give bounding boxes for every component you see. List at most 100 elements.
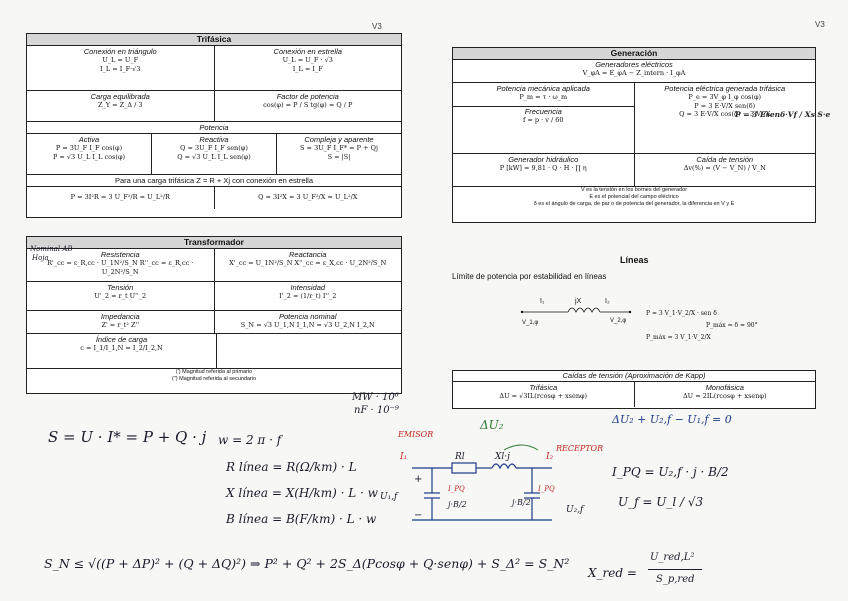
frequency-heading: Frecuencia bbox=[524, 106, 562, 116]
empty-cell bbox=[217, 334, 401, 368]
reactive-heading: Reactiva bbox=[199, 135, 229, 144]
generacion-panel: Generación Generadores eléctricos V_φA =… bbox=[452, 47, 816, 223]
hand-note-hoja: Hoja bbox=[32, 254, 49, 262]
hand-xred-fraction-bar bbox=[648, 569, 702, 570]
balanced-load-cell: Carga equilibrada Z_Y = Z_Δ / 3 bbox=[27, 91, 215, 121]
version-mark-right: V3 bbox=[815, 20, 825, 29]
voltage-cell: Tensión U'_2 = r_t U''_2 bbox=[27, 282, 215, 310]
electric-formula-1: P_e = 3V_φ I_φ cos(φ) bbox=[688, 93, 762, 101]
hand-delta-u2: ΔU₂ bbox=[480, 418, 504, 432]
hand-ipq-left: I_PQ bbox=[448, 485, 465, 493]
hand-plus-sign: + bbox=[414, 474, 423, 485]
hand-b-line: B línea = B(F/km) · L · w bbox=[226, 512, 377, 526]
electric-power-cell: Potencia eléctrica generada trifásica P_… bbox=[635, 83, 816, 153]
complex-formula-1: S = 3U_F I_F* = P + Qj bbox=[300, 144, 378, 152]
star-connection-cell: Conexión en estrella U_L = U_F · √3 I_L … bbox=[215, 46, 402, 90]
potencia-band: Potencia bbox=[27, 122, 401, 134]
hand-ipq-right: I_PQ bbox=[538, 485, 555, 493]
reactance-cell: Reactancia X'_cc = U_1N²/S_N X''_cc = ε_… bbox=[215, 249, 402, 281]
hand-u1f-label: U₁,f bbox=[380, 492, 398, 502]
generators-heading: Generadores eléctricos bbox=[595, 60, 673, 69]
electric-heading: Potencia eléctrica generada trifásica bbox=[664, 84, 786, 93]
power-factor-heading: Factor de potencia bbox=[276, 92, 339, 101]
kapp-three-phase-formula: ΔU = √3IL(rcosφ + xsenφ) bbox=[499, 392, 588, 400]
reactance-heading: Reactancia bbox=[288, 250, 327, 259]
hand-x-line: X línea = X(H/km) · L · w bbox=[226, 486, 378, 500]
star-heading: Conexión en estrella bbox=[273, 47, 342, 56]
hand-electric-power-note: P = 3 Esenδ·Vf / Xs S·e bbox=[735, 110, 831, 119]
mechanical-power-cell: Potencia mecánica aplicada P_m = τ · ω_m… bbox=[453, 83, 635, 153]
reactive-formula-1: Q = 3U_F I_F sen(φ) bbox=[180, 144, 248, 152]
balanced-load-formula: Z_Y = Z_Δ / 3 bbox=[97, 101, 143, 109]
hand-apparent-power: S = U · I* = P + Q · j bbox=[48, 428, 207, 446]
complex-heading: Compleja y aparente bbox=[304, 135, 374, 144]
current-cell: Intensidad I'_2 = (1/r_t) I''_2 bbox=[215, 282, 402, 310]
voltage-heading: Tensión bbox=[107, 283, 134, 292]
electric-formula-2: P = 3 E·V/X sen(δ) bbox=[694, 101, 756, 110]
resistance-formula: R'_cc = ε_R,cc · U_1N²/S_N R''_cc = ε_R,… bbox=[47, 259, 194, 276]
load-active-power-cell: P = 3I²R = 3 U_F²/R = U_L²/R bbox=[27, 187, 215, 209]
hand-minus-sign: − bbox=[414, 510, 423, 521]
star-formula-1: U_L = U_F · √3 bbox=[282, 56, 333, 64]
load-reactive-formula: Q = 3I²X = 3 U_F²/X = U_L²/X bbox=[258, 193, 358, 201]
resistance-heading: Resistencia bbox=[100, 250, 140, 259]
pi-circuit-diagram bbox=[412, 444, 552, 521]
hand-uf-equation: U_f = U_l / √3 bbox=[618, 495, 704, 509]
hand-kvl-equation: ΔU₂ + U₂,f − U₁,f = 0 bbox=[612, 413, 732, 426]
kapp-panel: Caídas de tensión (Aproximación de Kapp)… bbox=[452, 370, 816, 409]
voltage-drop-heading: Caída de tensión bbox=[696, 155, 754, 164]
kapp-three-phase-heading: Trifásica bbox=[529, 383, 558, 392]
triangle-connection-cell: Conexión en triángulo U_L = U_F I_L = I_… bbox=[27, 46, 215, 90]
hand-omega: w = 2 π · f bbox=[218, 433, 282, 447]
transformador-title: Transformador bbox=[27, 237, 401, 249]
nominal-power-heading: Potencia nominal bbox=[278, 312, 337, 321]
active-power-cell: Activa P = 3U_F I_F cos(φ) P = √3 U_L I_… bbox=[27, 134, 152, 174]
transformador-panel: Transformador Resistencia R'_cc = ε_R,cc… bbox=[26, 236, 402, 394]
kapp-three-phase-cell: Trifásica ΔU = √3IL(rcosφ + xsenφ) bbox=[453, 382, 635, 407]
line-voltage-1: V_1,φ bbox=[522, 320, 539, 326]
hand-jb-right: j·B/2 bbox=[512, 498, 531, 507]
load-index-heading: Índice de carga bbox=[95, 335, 148, 344]
hand-rl-label: Rl bbox=[455, 452, 465, 462]
hand-i2-label: I₂ bbox=[546, 452, 554, 462]
electric-formula-3: Q = 3 E·V/X cos(δ) − 3 V²/X bbox=[679, 110, 771, 118]
lineas-subtitle: Límite de potencia por estabilidad en lí… bbox=[452, 272, 607, 281]
hand-xred-numerator: U_red,L² bbox=[650, 552, 695, 563]
line-formula-1: P = 3 V_1·V_2/X · sen δ bbox=[646, 310, 717, 317]
load-index-cell: Índice de carga c = I_1/I_1,N = I_2/I_2,… bbox=[27, 334, 217, 368]
hand-xlj-label: Xl·j bbox=[495, 452, 510, 462]
generacion-title: Generación bbox=[453, 48, 815, 60]
hand-u2f-label: U₂,f bbox=[566, 505, 584, 515]
line-diagram bbox=[520, 307, 632, 314]
active-formula-2: P = √3 U_L I_L cos(φ) bbox=[52, 152, 126, 161]
generation-note-1: V es la tensión en los bornes del genera… bbox=[580, 187, 688, 193]
current-heading: Intensidad bbox=[290, 283, 326, 292]
power-factor-formula: cos(φ) = P / S tg(φ) = Q / P bbox=[263, 101, 353, 109]
power-factor-cell: Factor de potencia cos(φ) = P / S tg(φ) … bbox=[215, 91, 402, 121]
star-formula-2: I_L = I_F bbox=[292, 64, 323, 73]
line-formula-2: P_máx = 3 V_1·V_2/X bbox=[646, 334, 711, 341]
kapp-single-phase-heading: Monofásica bbox=[705, 383, 744, 392]
resistance-cell: Resistencia R'_cc = ε_R,cc · U_1N²/S_N R… bbox=[27, 249, 215, 281]
reactive-power-cell: Reactiva Q = 3U_F I_F sen(φ) Q = √3 U_L … bbox=[152, 134, 277, 174]
hand-jb-left: j·B/2 bbox=[448, 500, 467, 509]
hand-xred-lhs: X_red = bbox=[588, 566, 637, 580]
reactive-formula-2: Q = √3 U_L I_L sen(φ) bbox=[177, 152, 251, 161]
lineas-title: Líneas bbox=[620, 255, 649, 265]
generation-note-3: δ es el ángulo de carga, de par o de pot… bbox=[533, 201, 735, 207]
line-reactance-label: jX bbox=[575, 298, 582, 305]
line-formula-3: P_máx ⇒ δ = 90° bbox=[706, 322, 758, 329]
generators-row: Generadores eléctricos V_φA = E_φA − Z_i… bbox=[453, 60, 815, 83]
hand-nf-note: nF · 10⁻⁹ bbox=[354, 405, 399, 416]
impedance-heading: Impedancia bbox=[100, 312, 140, 321]
hand-xred-denominator: S_p,red bbox=[656, 574, 695, 585]
reactance-formula: X'_cc = U_1N²/S_N X''_cc = ε_X,cc · U_2N… bbox=[229, 259, 387, 267]
frequency-formula: f = p · v / 60 bbox=[522, 115, 564, 124]
voltage-drop-formula: Δv(%) = (V − V_N) / V_N bbox=[683, 164, 766, 172]
hand-sn-inequality: S_N ≤ √((P + ΔP)² + (Q + ΔQ)²) ⇒ P² + Q²… bbox=[44, 556, 570, 571]
version-mark-left: V3 bbox=[372, 22, 382, 31]
complex-formula-2: S = |S| bbox=[327, 152, 351, 161]
generators-formula: V_φA = E_φA − Z_intern · I_φA bbox=[582, 69, 686, 77]
current-formula: I'_2 = (1/r_t) I''_2 bbox=[279, 292, 337, 300]
complex-power-cell: Compleja y aparente S = 3U_F I_F* = P + … bbox=[277, 134, 401, 174]
